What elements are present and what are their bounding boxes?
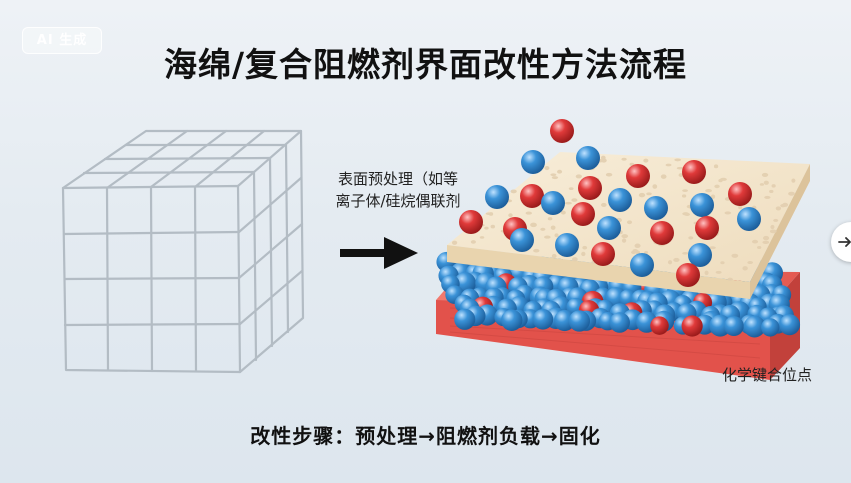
blue-particle [779, 314, 801, 336]
blue-particle [737, 207, 761, 231]
red-particle [520, 184, 544, 208]
blue-particle [597, 216, 621, 240]
steps-caption: 改性步骤：预处理→阻燃剂负载→固化 [250, 424, 601, 448]
blue-particle [743, 315, 766, 338]
next-arrow-icon [838, 237, 851, 247]
pretreatment-label-line1: 表面预处理（如等 [337, 170, 458, 188]
red-particle [681, 315, 703, 337]
composite-layers-icon [436, 119, 810, 380]
blue-particle [608, 188, 632, 212]
red-particle [550, 119, 574, 143]
red-particle [571, 202, 595, 226]
blue-particle [521, 150, 545, 174]
blue-particle [644, 196, 668, 220]
sponge-grid-icon [61, 129, 305, 374]
next-button[interactable] [831, 222, 851, 262]
blue-particle [690, 193, 714, 217]
blue-particle [501, 309, 523, 331]
red-particle [459, 210, 483, 234]
pretreatment-label-line2: 离子体/硅烷偶联剂 [335, 192, 461, 210]
ai-generated-badge: AI 生成 [22, 27, 102, 54]
page-title: 海绵/复合阻燃剂界面改性方法流程 [163, 45, 688, 84]
red-particle [682, 160, 706, 184]
blue-particle [454, 308, 476, 330]
red-particle [578, 176, 602, 200]
blue-particle [609, 312, 630, 333]
blue-particle [576, 146, 600, 170]
bonding-site-label: 化学键合位点 [722, 366, 813, 384]
red-particle [626, 164, 650, 188]
right-arrow-icon [340, 237, 418, 269]
red-particle [650, 316, 669, 335]
blue-particle [555, 233, 579, 257]
blue-particle [630, 253, 654, 277]
blue-particle [485, 185, 509, 209]
pretreatment-label: 表面预处理（如等 离子体/硅烷偶联剂 [318, 168, 478, 212]
red-particle [591, 242, 615, 266]
red-particle [728, 182, 752, 206]
blue-particle [761, 318, 780, 337]
blue-particle [541, 191, 565, 215]
blue-particle [688, 243, 712, 267]
blue-particle [532, 309, 554, 330]
blue-particle [568, 310, 591, 332]
red-particle [695, 216, 719, 240]
blue-particle [723, 316, 744, 336]
red-particle [650, 221, 674, 245]
blue-particle [510, 228, 534, 252]
red-particle [676, 263, 700, 287]
